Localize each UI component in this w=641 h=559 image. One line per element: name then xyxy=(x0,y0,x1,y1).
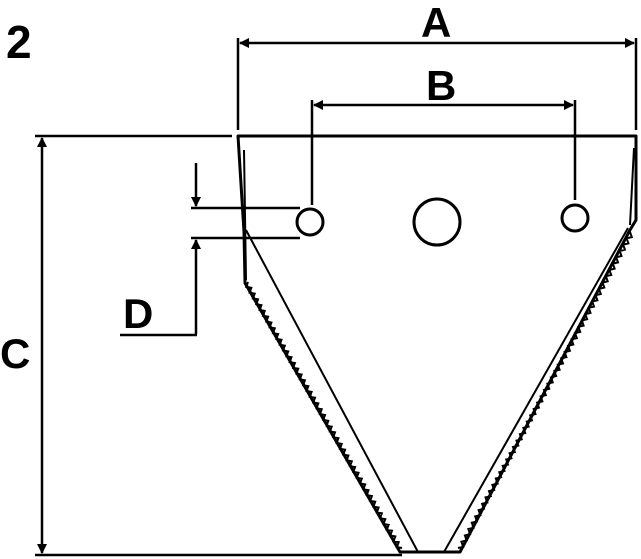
right-hole xyxy=(560,203,590,233)
dimension-d xyxy=(120,163,300,337)
figure-number: 2 xyxy=(6,16,32,68)
dimension-b-label: B xyxy=(426,62,456,109)
serrated-edges xyxy=(244,231,634,549)
bevel-lines xyxy=(243,147,635,553)
bolt-holes xyxy=(295,197,590,247)
dimension-c-label: C xyxy=(0,330,30,377)
right-serrated-edge xyxy=(457,231,634,549)
center-hole xyxy=(412,197,462,247)
dimension-c xyxy=(35,134,402,557)
dimension-a xyxy=(236,38,638,130)
left-hole xyxy=(295,207,325,237)
dimension-a-label: A xyxy=(421,0,451,46)
left-serrated-edge xyxy=(244,281,403,549)
dimension-b xyxy=(310,100,577,205)
dimension-d-label: D xyxy=(123,290,153,337)
knife-section-outline xyxy=(236,134,638,554)
